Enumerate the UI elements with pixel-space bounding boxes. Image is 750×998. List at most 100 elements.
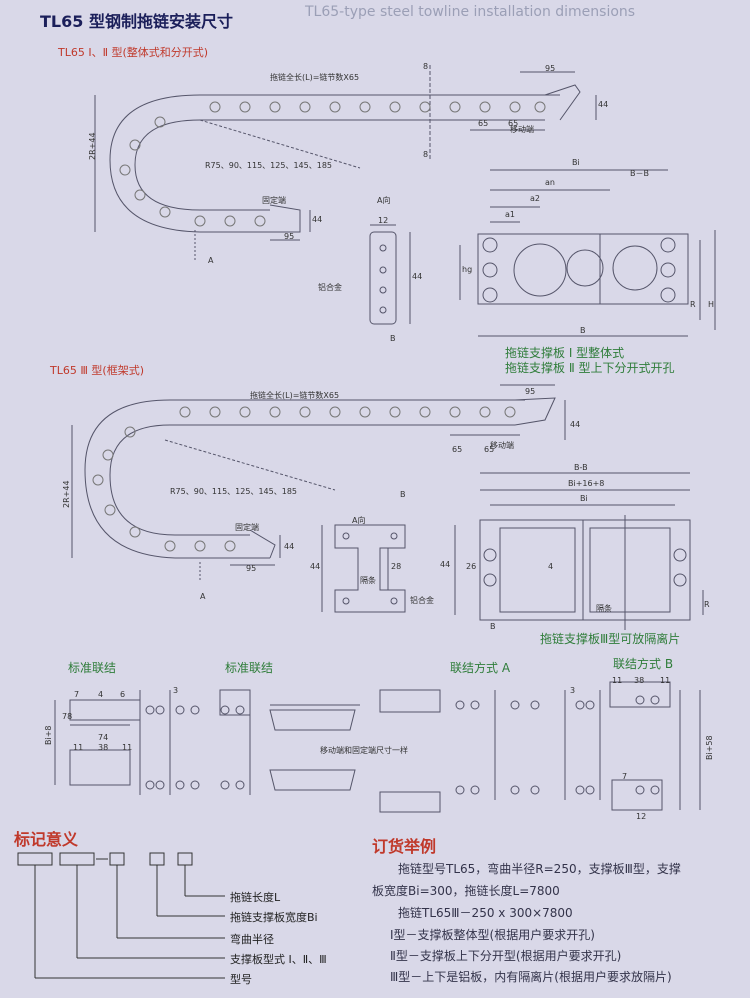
conn-dim-11c: 11 — [612, 676, 623, 685]
d1-dim-95-bottom: 95 — [284, 232, 295, 241]
conn-dim-6: 6 — [120, 690, 126, 699]
legend-brackets — [17, 852, 225, 979]
conn-dim-74: 74 — [98, 733, 109, 742]
d2-direction-a: A向 — [352, 516, 366, 525]
d1-label-b: B — [390, 334, 396, 343]
d1-direction-a: A向 — [377, 196, 391, 205]
conn-mode-b: 联结方式 B — [613, 657, 674, 671]
conn-dim-11d: 11 — [660, 676, 671, 685]
d2-label-a: A — [200, 592, 206, 601]
d1-dim-44-plate: 44 — [412, 272, 423, 281]
d1-label-h: H — [708, 300, 715, 309]
page-title-en: TL65-type steel towline installation dim… — [305, 4, 636, 20]
order-line-2: 板宽度Bi=300，拖链长度L=7800 — [372, 884, 560, 898]
d1-label-a1: a1 — [505, 210, 515, 219]
legend-item-width: 拖链支撑板宽度Bi — [230, 911, 318, 924]
d2-label-b-bottom: B — [490, 622, 496, 631]
order-title: 订货举例 — [372, 837, 437, 856]
d2-fixed-end: 固定端 — [235, 523, 259, 532]
conn-standard-2: 标准联结 — [225, 661, 274, 675]
conn-dim-12: 12 — [636, 812, 647, 821]
d1-label-a2: a2 — [530, 194, 540, 203]
d1-note-1: 拖链支撑板 Ⅰ 型整体式 — [505, 346, 625, 360]
chain-pins-1 — [119, 101, 546, 227]
order-line-6: Ⅲ型－上下是铝板，内有隔离片(根据用户要求放隔片) — [390, 970, 672, 984]
d1-dim-65b: 65 — [508, 119, 519, 128]
conn-dim-11b: 11 — [122, 743, 133, 752]
d2-label-r: R — [704, 600, 710, 609]
d2-dim-44-bottom: 44 — [284, 542, 295, 551]
subtitle-type-1-2: TL65 Ⅰ、Ⅱ 型(整体式和分开式) — [58, 46, 209, 59]
d1-dim-8-top: 8 — [423, 62, 429, 71]
d2-alloy: 铝合金 — [410, 596, 434, 605]
conn-dim-7: 7 — [74, 690, 80, 699]
d1-dim-44-bottom: 44 — [312, 215, 323, 224]
legend-item-model: 型号 — [230, 973, 252, 986]
d1-dim-65a: 65 — [478, 119, 489, 128]
order-line-3: 拖链TL65Ⅲ－250 x 300×7800 — [398, 906, 573, 920]
d1-label-an: an — [545, 178, 555, 187]
page-title: TL65 型钢制拖链安装尺寸 — [40, 12, 233, 31]
d1-alloy: 铝合金 — [318, 283, 342, 292]
conn-dim-7b: 7 — [622, 772, 628, 781]
d1-dim-95-top: 95 — [545, 64, 556, 73]
chain-pins-2 — [92, 406, 516, 552]
conn-dim-78: 78 — [62, 712, 73, 721]
d2-radius: R75、90、115、125、145、185 — [170, 487, 297, 496]
d2-label-b-dir: B — [400, 490, 406, 499]
d2-height: 2R+44 — [62, 480, 71, 508]
order-line-4: Ⅰ型－支撑板整体型(根据用户要求开孔) — [390, 928, 595, 942]
d2-total-length: 拖链全长(L)=链节数X65 — [250, 391, 340, 400]
d2-divider-frame: 隔条 — [596, 604, 612, 613]
d2-divider-plate: 隔条 — [360, 576, 376, 585]
conn-standard-1: 标准联结 — [68, 661, 117, 675]
conn-dim-4: 4 — [98, 690, 104, 699]
d1-dim-44-top: 44 — [598, 100, 609, 109]
conn-note: 移动端和固定端尺寸一样 — [320, 746, 408, 755]
d2-label-bi16: Bi+16+8 — [568, 479, 605, 488]
d2-label-bi: Bi — [580, 494, 588, 503]
legend-item-length: 拖链长度L — [230, 891, 281, 904]
d1-total-length: 拖链全长(L)=链节数X65 — [270, 73, 360, 82]
conn-mode-a: 联结方式 A — [450, 661, 511, 675]
d1-label-r: R — [690, 300, 696, 309]
d1-height: 2R+44 — [88, 132, 97, 160]
conn-dim-38a: 38 — [98, 743, 109, 752]
conn-dim-38b: 38 — [634, 676, 645, 685]
d1-dim-12: 12 — [378, 216, 389, 225]
d1-radius: R75、90、115、125、145、185 — [205, 161, 332, 170]
legend-title: 标记意义 — [14, 830, 79, 849]
d1-label-a: A — [208, 256, 214, 265]
d1-moving-end: 移动端 — [510, 125, 534, 134]
connection-drawings — [54, 681, 701, 813]
d1-label-bi: Bi — [572, 158, 580, 167]
bb-section-1 — [459, 169, 716, 337]
d2-dim-4: 4 — [548, 562, 554, 571]
order-line-5: Ⅱ型－支撑板上下分开型(根据用户要求开孔) — [390, 949, 622, 963]
conn-dim-3b: 3 — [570, 686, 576, 695]
d1-fixed-end: 固定端 — [262, 196, 286, 205]
d2-moving-end: 移动端 — [490, 441, 514, 450]
d2-label-bb: B-B — [574, 463, 588, 472]
chain-diagram-2 — [71, 384, 566, 580]
d2-dim-26: 26 — [466, 562, 477, 571]
d2-dim-44-frame: 44 — [440, 560, 451, 569]
d2-dim-65a: 65 — [452, 445, 463, 454]
d2-dim-65b: 65 — [484, 445, 495, 454]
d1-label-hg: hg — [462, 265, 473, 274]
d1-label-b-bottom: B — [580, 326, 586, 335]
d1-label-bb: B－B — [630, 169, 649, 178]
chain-diagram-1 — [94, 65, 597, 260]
order-line-1: 拖链型号TL65，弯曲半径R=250，支撑板Ⅲ型，支撑 — [398, 862, 681, 876]
a-direction-plate-2 — [321, 524, 406, 613]
d2-dim-28: 28 — [391, 562, 402, 571]
subtitle-type-3: TL65 Ⅲ 型(框架式) — [50, 364, 145, 377]
d1-dim-8-bottom: 8 — [423, 150, 429, 159]
conn-dim-bi58: Bi+58 — [705, 735, 714, 760]
d2-dim-95-top: 95 — [525, 387, 536, 396]
d2-dim-95-bottom: 95 — [246, 564, 257, 573]
d2-dim-44-top: 44 — [570, 420, 581, 429]
conn-dim-11a: 11 — [73, 743, 84, 752]
